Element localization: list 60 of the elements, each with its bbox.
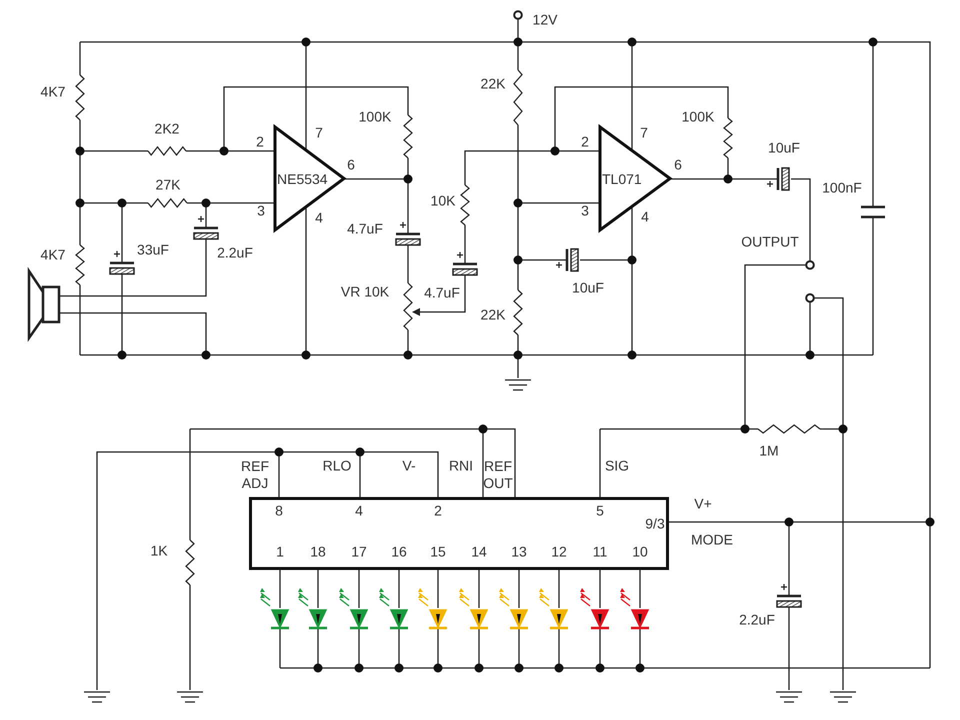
- pin-number: 9/3: [645, 516, 665, 532]
- pin-number: 10: [632, 544, 648, 560]
- pin-number: 6: [347, 156, 355, 174]
- component-value: 100nF: [822, 180, 862, 196]
- component-value: VR 10K: [340, 284, 390, 300]
- pin-name: MODE: [691, 532, 733, 548]
- pin-name: V-: [402, 458, 416, 474]
- pin-number: 1: [276, 544, 284, 560]
- pin-number: 4: [641, 208, 649, 226]
- component-value: 4K7: [40, 84, 66, 100]
- pin-number: 12: [551, 544, 567, 560]
- part-number: TL071: [601, 170, 643, 186]
- pin-number: 2: [256, 134, 264, 150]
- pin-number: 14: [471, 544, 487, 560]
- component-value: 10K: [430, 192, 456, 210]
- pin-number: 15: [430, 544, 446, 560]
- pin-number: 18: [310, 544, 326, 560]
- pin-number: 2: [434, 502, 442, 520]
- component-value: 2.2uF: [217, 244, 253, 262]
- pin-number: 7: [315, 124, 323, 142]
- ic-chip: [249, 497, 669, 570]
- pin-number: 5: [596, 502, 604, 520]
- component-value: 4.7uF: [347, 220, 383, 238]
- terminal-label: OUTPUT: [741, 234, 799, 250]
- pin-name: V+: [694, 496, 712, 512]
- pin-number: 7: [640, 124, 648, 142]
- component-value: 1K: [150, 542, 168, 560]
- component-value: 2.2uF: [739, 612, 775, 628]
- pin-number: 4: [315, 210, 323, 226]
- component-value: 100K: [358, 108, 392, 126]
- component-value: 22K: [480, 306, 506, 324]
- voltage-label: 12V: [532, 12, 558, 28]
- pin-number: 2: [581, 134, 589, 150]
- pin-name: RNI: [448, 458, 474, 474]
- component-value: 10uF: [768, 140, 800, 156]
- pin-number: 11: [592, 544, 608, 560]
- pin-name: REF ADJ: [240, 458, 270, 492]
- pin-name: RLO: [322, 458, 352, 474]
- component-value: 4K7: [40, 246, 66, 264]
- component-value: 100K: [682, 108, 714, 126]
- pin-number: 17: [351, 544, 367, 560]
- part-number: NE5534: [276, 170, 329, 186]
- component-value: 10uF: [572, 280, 604, 296]
- op-amp-symbol: [598, 124, 673, 233]
- component-value: 27K: [156, 176, 180, 194]
- pin-number: 8: [275, 502, 283, 520]
- component-value: 2K2: [154, 120, 180, 138]
- component-value: 22K: [480, 76, 506, 92]
- op-amp-symbol: [273, 124, 347, 233]
- component-value: 4.7uF: [424, 284, 460, 302]
- pin-number: 6: [674, 156, 682, 174]
- component-value: 33uF: [137, 242, 169, 258]
- pin-name: REF OUT: [482, 458, 514, 492]
- pin-number: 13: [511, 544, 527, 560]
- component-value: 1M: [759, 442, 779, 460]
- pin-number: 16: [391, 544, 407, 560]
- pin-number: 3: [581, 202, 589, 220]
- pin-name: SIG: [604, 458, 630, 474]
- pin-number: 3: [257, 202, 265, 220]
- pin-number: 4: [355, 502, 363, 520]
